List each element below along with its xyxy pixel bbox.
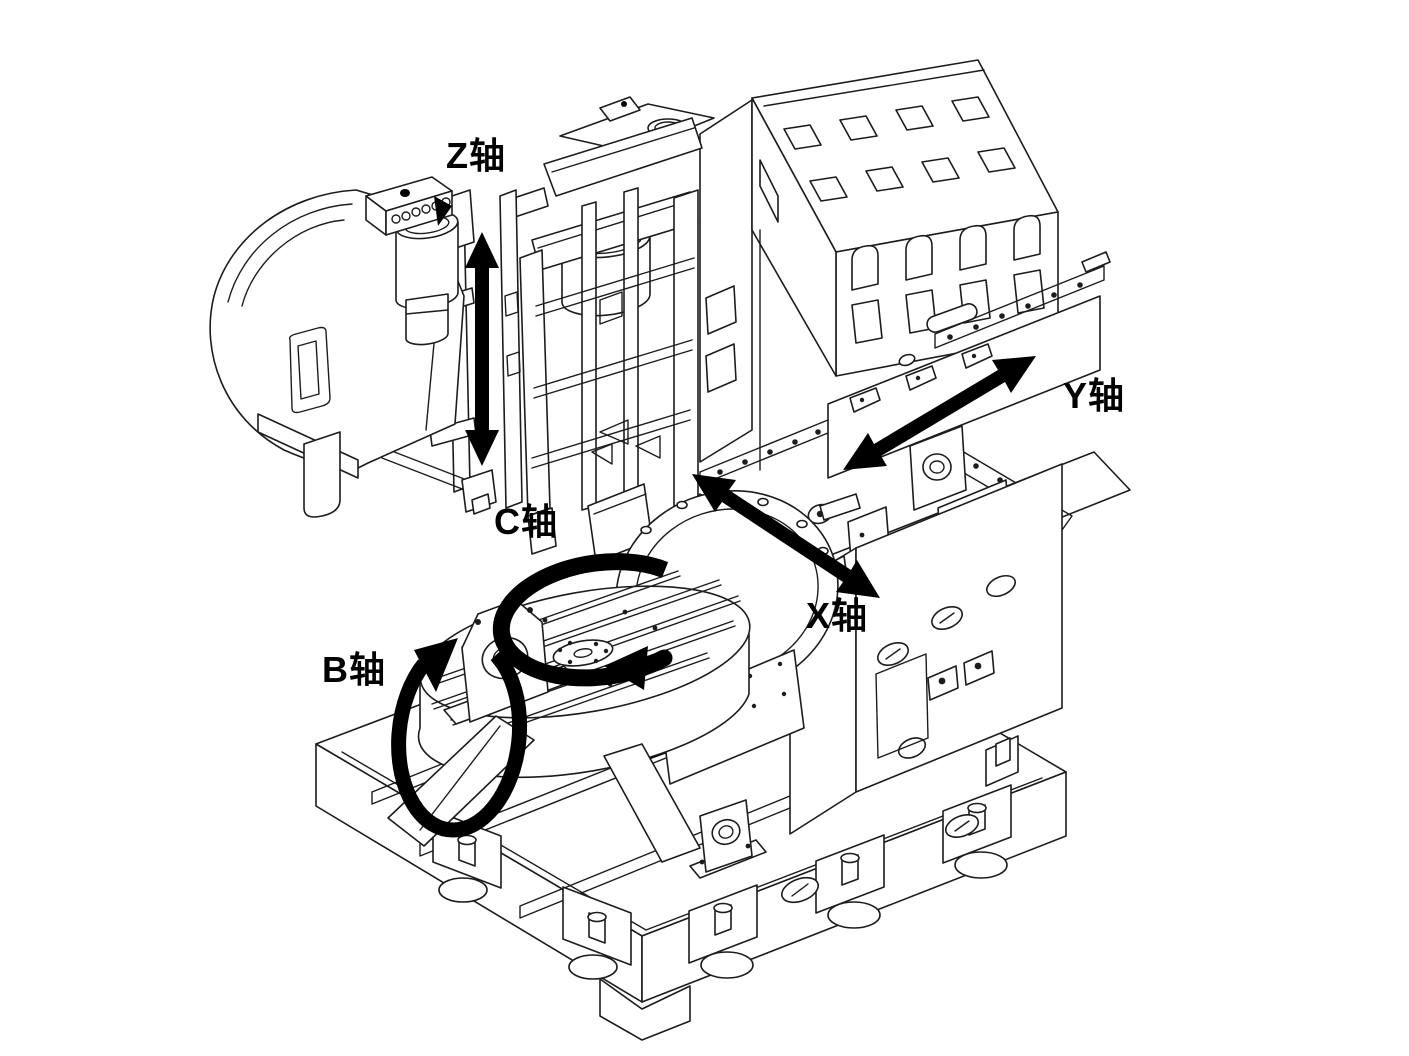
b-axis-rotation-arrow <box>391 638 528 838</box>
y-axis-label: Y轴 <box>1063 375 1126 416</box>
z-axis-arrow <box>465 232 499 466</box>
spindle-head <box>209 176 523 518</box>
x-axis-label: X轴 <box>806 595 869 636</box>
spindle-column-tower <box>507 96 715 563</box>
leveling-foot <box>562 886 632 980</box>
c-axis-label: C轴 <box>494 501 558 542</box>
b-axis-label: B轴 <box>322 649 386 690</box>
y-axis-arrow <box>843 356 1036 470</box>
leveling-foot <box>815 834 885 929</box>
leveling-foot <box>688 884 758 979</box>
z-axis-label: Z轴 <box>446 135 506 176</box>
c-axis-rotation-arrow <box>492 553 673 690</box>
x-axis-arrow <box>692 474 880 598</box>
bearing-pedestal <box>689 799 767 879</box>
